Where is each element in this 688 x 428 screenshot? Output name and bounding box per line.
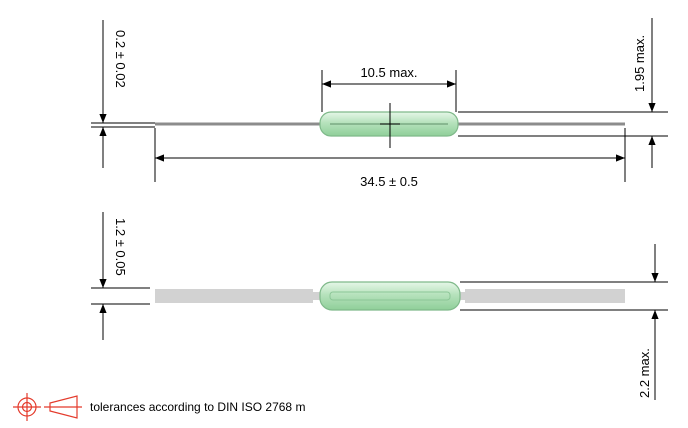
first-angle-projection-icon <box>13 393 82 421</box>
tolerance-note: tolerances according to DIN ISO 2768 m <box>90 400 305 414</box>
wire-diameter-label: 0.2 ± 0.02 <box>113 30 128 88</box>
overall-length-label: 34.5 ± 0.5 <box>360 174 418 189</box>
body-length-label: 10.5 max. <box>360 65 417 80</box>
top-view: 0.2 ± 0.02 10.5 max. 34.5 ± 0.5 1.95 max… <box>91 18 668 189</box>
bottom-view: 1.2 ± 0.05 2.2 max. <box>91 212 668 400</box>
lead-width-label: 1.2 ± 0.05 <box>113 218 128 276</box>
body-diameter-top-label: 1.95 max. <box>632 35 647 92</box>
bottom-lead-right <box>465 289 625 303</box>
bottom-glass-body <box>319 281 461 311</box>
body-diameter-bottom-label: 2.2 max. <box>637 348 652 398</box>
bottom-lead-left <box>155 289 313 303</box>
